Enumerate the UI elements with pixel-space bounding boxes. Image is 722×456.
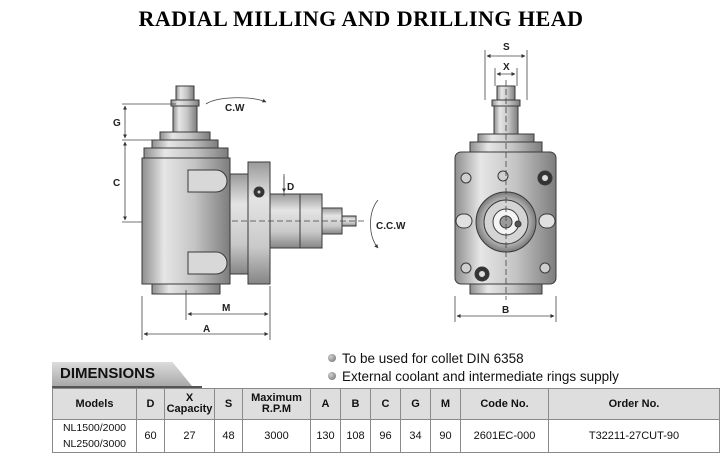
label-s: S [503, 42, 510, 53]
cell-order-no: T32211-27CUT-90 [548, 419, 720, 453]
technical-drawing: G C M A D C.W C.C.W S X B [113, 42, 557, 340]
dimensions-heading: DIMENSIONS [52, 362, 192, 386]
cell-g: 34 [400, 419, 431, 453]
label-g: G [113, 118, 121, 129]
front-dimensions [454, 50, 557, 322]
cell-x: 27 [164, 419, 215, 453]
side-dimensions [122, 97, 379, 340]
label-b: B [502, 305, 509, 316]
side-view [141, 85, 357, 295]
bullet-icon [328, 372, 336, 380]
label-d: D [287, 182, 294, 193]
cell-d: 60 [136, 419, 165, 453]
col-a: A [310, 388, 341, 420]
bullet-icon [328, 354, 336, 362]
col-order-no: Order No. [548, 388, 720, 420]
side-top-shaft [175, 85, 195, 101]
page-title: RADIAL MILLING AND DRILLING HEAD [138, 6, 584, 31]
col-s: S [214, 388, 243, 420]
front-view [454, 85, 557, 295]
side-flange [229, 173, 249, 275]
cell-m: 90 [430, 419, 461, 453]
col-b: B [340, 388, 371, 420]
cell-b: 108 [340, 419, 371, 453]
label-cw: C.W [225, 103, 245, 114]
label-x: X [503, 62, 510, 73]
note-coolant: External coolant and intermediate rings … [328, 369, 619, 384]
cell-c: 96 [370, 419, 401, 453]
col-models: Models [52, 388, 137, 420]
col-g: G [400, 388, 431, 420]
note-collet: To be used for collet DIN 6358 [328, 351, 524, 366]
cell-a: 130 [310, 419, 341, 453]
label-a: A [203, 324, 210, 335]
col-code-no: Code No. [460, 388, 549, 420]
col-c: C [370, 388, 401, 420]
label-m: M [222, 303, 230, 314]
cell-code-no: 2601EC-000 [460, 419, 549, 453]
cell-s: 48 [214, 419, 243, 453]
col-d: D [136, 388, 165, 420]
col-m: M [430, 388, 461, 420]
dimensions-underline [52, 386, 202, 388]
label-c: C [113, 178, 120, 189]
label-ccw: C.C.W [376, 221, 406, 232]
cell-rpm: 3000 [242, 419, 311, 453]
